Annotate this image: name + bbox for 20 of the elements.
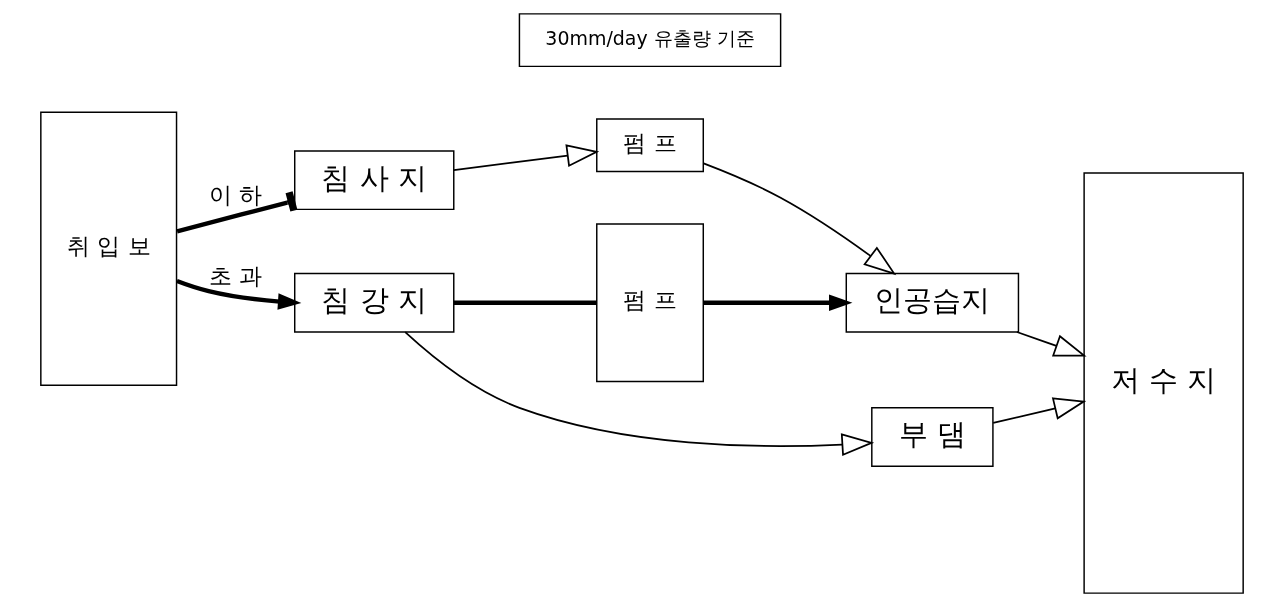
- arrow: [702, 162, 896, 276]
- node-box: 침 사 지: [293, 150, 454, 211]
- node-box: 취 입 보: [39, 111, 177, 386]
- node-box: 부 댐: [870, 407, 994, 467]
- connector: [453, 300, 597, 305]
- arrow: [991, 397, 1086, 424]
- connector: [176, 191, 297, 234]
- edge-label: 이 하: [208, 181, 262, 210]
- arrow: [175, 278, 301, 310]
- node-box: 펌 프: [595, 118, 704, 173]
- node-box: 저 수 지: [1082, 172, 1244, 594]
- arrow: [702, 294, 852, 311]
- node-box: 30mm/day 유출량 기준: [518, 13, 781, 68]
- arrow: [403, 331, 874, 457]
- node-box: 인공습지: [845, 272, 1019, 333]
- node-box: 침 강 지: [293, 272, 454, 333]
- edge-label: 초 과: [208, 261, 262, 290]
- node-box: 펌 프: [595, 223, 704, 383]
- arrow: [1015, 331, 1087, 357]
- arrow: [452, 144, 599, 172]
